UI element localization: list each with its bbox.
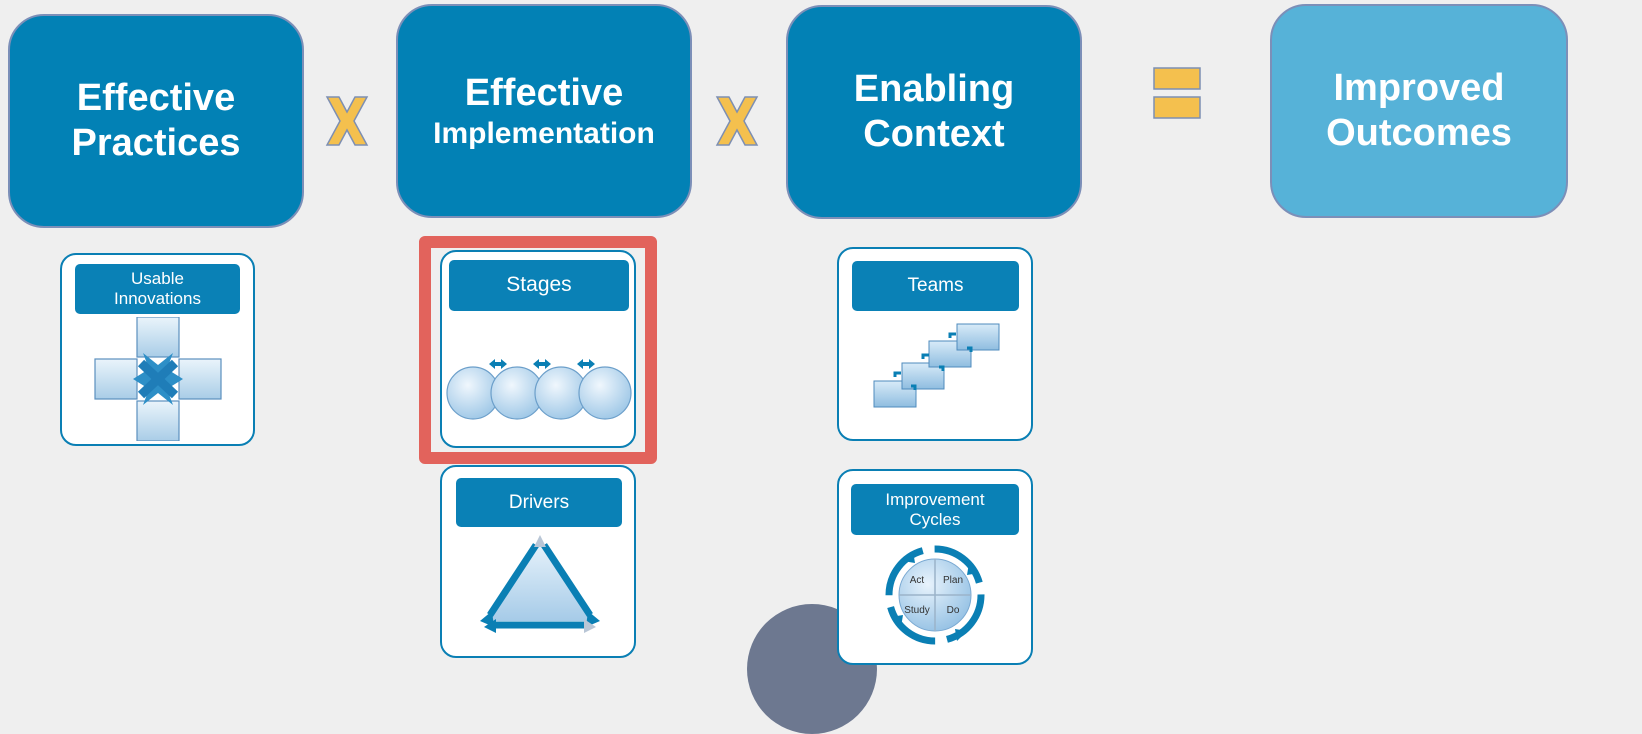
header-line2: Implementation <box>433 116 655 150</box>
card-title: Improvement Cycles <box>851 484 1019 535</box>
card-title: Usable Innovations <box>75 264 240 314</box>
card-teams: Teams <box>837 247 1033 441</box>
header-line1: Effective <box>76 77 236 120</box>
cycle-label-do: Do <box>947 605 960 616</box>
stages-highlight-frame <box>419 236 657 464</box>
header-line2: Context <box>863 113 1005 155</box>
card-usable-innovations: Usable Innovations <box>60 253 255 446</box>
cycle-label-study: Study <box>904 605 930 616</box>
header-line1: Improved <box>1333 67 1505 110</box>
card-title: Teams <box>852 261 1019 311</box>
header-line2: Practices <box>71 122 241 164</box>
cycle-label-act: Act <box>910 575 925 586</box>
drivers-triangle-icon <box>480 535 600 633</box>
equals-icon <box>1153 67 1201 119</box>
pdsa-cycle-icon: Act Plan Study Do <box>885 545 985 645</box>
teams-steps-icon <box>873 323 1000 408</box>
card-title: Drivers <box>456 478 622 527</box>
header-effective-implementation: Effective Implementation <box>396 4 692 218</box>
header-line2: Outcomes <box>1326 112 1512 154</box>
stages-circles-icon <box>446 359 632 420</box>
multiply-icon <box>715 96 759 146</box>
multiply-icon <box>325 96 369 146</box>
card-improvement-cycles: Improvement Cycles Act Plan Study Do <box>837 469 1033 665</box>
header-effective-practices: Effective Practices <box>8 14 304 228</box>
card-drivers: Drivers <box>440 465 636 658</box>
header-enabling-context: Enabling Context <box>786 5 1082 219</box>
card-title: Stages <box>449 260 629 311</box>
cycle-label-plan: Plan <box>943 575 963 586</box>
header-line1: Effective <box>464 71 624 114</box>
card-stages[interactable]: Stages <box>440 250 636 448</box>
header-improved-outcomes: Improved Outcomes <box>1270 4 1568 218</box>
header-line1: Enabling <box>853 68 1015 111</box>
usable-innovations-cross-icon <box>94 317 222 441</box>
